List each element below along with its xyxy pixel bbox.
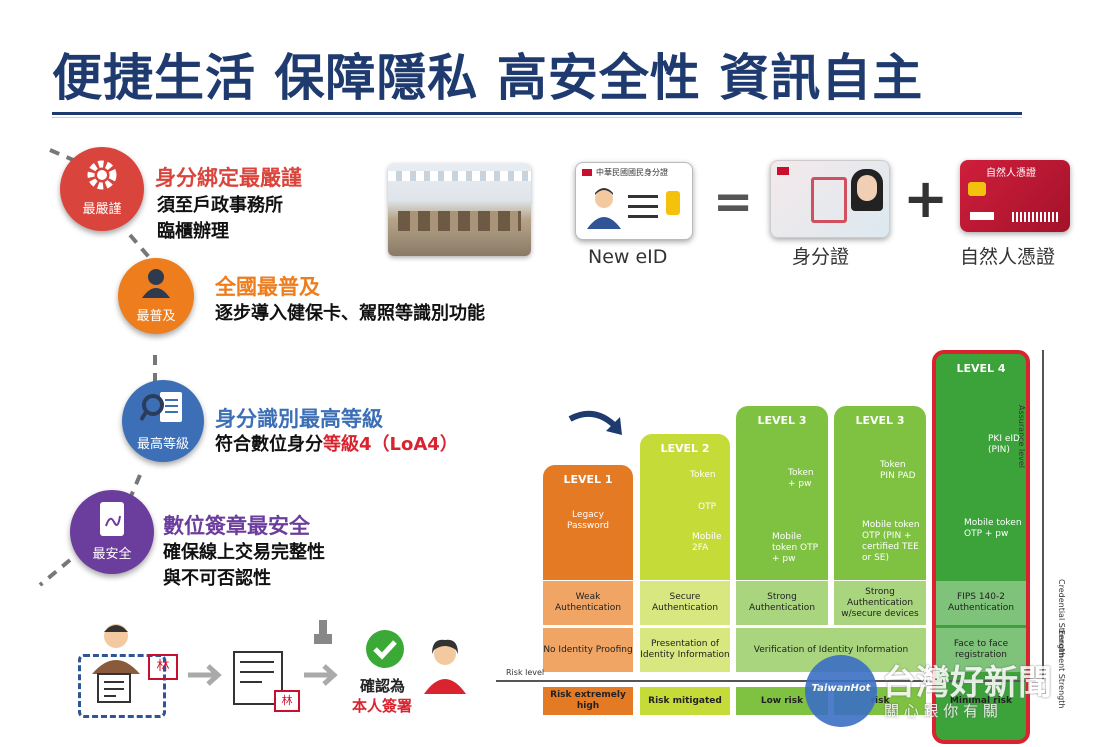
- equals-sign: =: [713, 174, 754, 230]
- person-icon: [587, 188, 621, 229]
- user-icon: [142, 269, 170, 298]
- badge-highest-level: 最高等級: [122, 380, 204, 462]
- enrolment-axis-label: Enrolment Strength: [1057, 630, 1066, 709]
- badge-most-secure: 最安全: [70, 490, 154, 574]
- auth-cell: Secure Authentication: [640, 581, 730, 625]
- item-line: 確保線上交易完整性: [163, 542, 325, 563]
- level-column-3b: LEVEL 3 Token PIN PAD Mobile token OTP (…: [834, 406, 926, 580]
- level-item: Mobile token OTP + pw: [964, 518, 1022, 539]
- dashed-connector: [38, 148, 162, 587]
- risk-axis-label: Risk level: [506, 668, 545, 677]
- new-eid-label: New eID: [588, 246, 668, 268]
- level-item: Token PIN PAD: [880, 460, 916, 481]
- risk-cell: Minimal risk: [936, 687, 1026, 715]
- item-line: 逐步導入健保卡、駕照等識別功能: [215, 303, 485, 324]
- level-name: LEVEL 2: [660, 442, 710, 455]
- level-item: Token + pw: [788, 468, 814, 489]
- title-divider-thin: [52, 117, 1022, 118]
- stamp-icon: [314, 620, 332, 644]
- risk-axis-line: [496, 680, 1036, 682]
- level-name: LEVEL 4: [956, 362, 1006, 375]
- document-icon: [97, 673, 131, 703]
- assurance-axis-line: [1042, 350, 1044, 680]
- watermark-title: 台灣好新聞: [882, 663, 1052, 703]
- level-item: Token: [690, 470, 716, 480]
- curved-arrow-icon: [568, 410, 622, 435]
- level-item: Legacy Password: [566, 510, 610, 531]
- confirm-signer-text: 本人簽署: [352, 697, 413, 715]
- plus-sign: +: [903, 167, 949, 230]
- auth-cell: Weak Authentication: [543, 581, 633, 625]
- signed-document-icon: [233, 651, 283, 705]
- level-item: Mobile token OTP (PIN + certified TEE or…: [862, 520, 920, 563]
- magnifier-document-icon: [140, 392, 182, 422]
- item-line: 符合數位身分等級4（LoA4）: [215, 434, 458, 455]
- person-icon: [92, 624, 140, 674]
- level-name: LEVEL 3: [757, 414, 807, 427]
- item-line: 須至戶政事務所: [157, 195, 283, 216]
- seal-stamp: 林: [148, 654, 178, 680]
- watermark-subtitle: 關 心 跟 你 有 關: [884, 702, 998, 720]
- citizen-cert-card: 自然人憑證: [960, 160, 1070, 232]
- loa-highlight: 等級4（LoA4）: [323, 434, 458, 455]
- card-text: 中華民國國民身分證: [596, 168, 668, 177]
- watermark-brand: TaiwanHot: [811, 683, 871, 694]
- risk-cell: Risk extremely high: [543, 687, 633, 715]
- badge-label: 最嚴謹: [82, 202, 122, 217]
- badge-label: 最安全: [92, 547, 132, 562]
- badge-label: 最普及: [136, 309, 176, 324]
- level-name: LEVEL 3: [855, 414, 905, 427]
- woman-icon: [424, 639, 466, 694]
- arrow-right-icon: [304, 664, 338, 686]
- proof-cell: Presentation of Identity Information: [640, 628, 730, 672]
- proof-cell: No Identity Proofing: [543, 628, 633, 672]
- item-line: 臨櫃辦理: [157, 221, 229, 242]
- citizen-cert-label: 自然人憑證: [960, 246, 1056, 268]
- page-title: 便捷生活 保障隱私 高安全性 資訊自主: [52, 49, 924, 107]
- id-card: [770, 160, 890, 238]
- confirm-text: 確認為: [360, 677, 406, 695]
- assurance-axis-label: Assurance level: [1017, 405, 1026, 469]
- assurance-diagram: LEVEL 1 Legacy Password LEVEL 2 Token OT…: [496, 345, 1086, 744]
- card-text: 自然人憑證: [986, 168, 1036, 179]
- tablet-sign-icon: [100, 502, 124, 536]
- level-item: OTP: [698, 502, 717, 512]
- item-heading: 身分綁定最嚴謹: [155, 166, 302, 190]
- auth-cell: Strong Authentication w/secure devices: [834, 581, 926, 625]
- level-item: Mobile token OTP + pw: [772, 532, 819, 564]
- badge-strictest: 最嚴謹: [60, 147, 144, 231]
- item-line: 與不可否認性: [163, 568, 271, 589]
- level-item: Mobile 2FA: [692, 532, 722, 553]
- id-card-label: 身分證: [792, 246, 850, 268]
- title-divider: [52, 112, 1022, 115]
- new-eid-card: 中華民國國民身分證: [575, 162, 693, 240]
- item-heading: 全國最普及: [215, 275, 320, 299]
- level-column-3: LEVEL 3 Token + pw Mobile token OTP + pw: [736, 406, 828, 580]
- proof-cell: Face to face registration: [936, 628, 1026, 672]
- watermark-logo: TaiwanHot: [805, 655, 877, 727]
- level-column-4: LEVEL 4 PKI eID (PIN) Mobile token OTP +…: [932, 350, 1030, 744]
- level-column-1: LEVEL 1 Legacy Password: [543, 465, 633, 580]
- badge-most-popular: 最普及: [118, 258, 194, 334]
- level-item: PKI eID (PIN): [988, 434, 1020, 455]
- item-heading: 身分識別最高等級: [215, 407, 383, 431]
- auth-cell: FIPS 140-2 Authentication: [936, 581, 1026, 625]
- sign-device-frame: [78, 654, 166, 718]
- auth-cell: Strong Authentication: [736, 581, 828, 625]
- check-circle-icon: [366, 630, 404, 668]
- level-column-2: LEVEL 2 Token OTP Mobile 2FA: [640, 434, 730, 580]
- seal-stamp: 林: [274, 690, 300, 712]
- badge-label: 最高等級: [136, 437, 189, 452]
- office-photo: [388, 163, 531, 256]
- item-heading: 數位簽章最安全: [163, 514, 310, 538]
- level-name: LEVEL 1: [563, 473, 613, 486]
- arrow-right-icon: [188, 664, 222, 686]
- risk-cell: Risk mitigated: [640, 687, 730, 715]
- gear-icon: [87, 160, 117, 190]
